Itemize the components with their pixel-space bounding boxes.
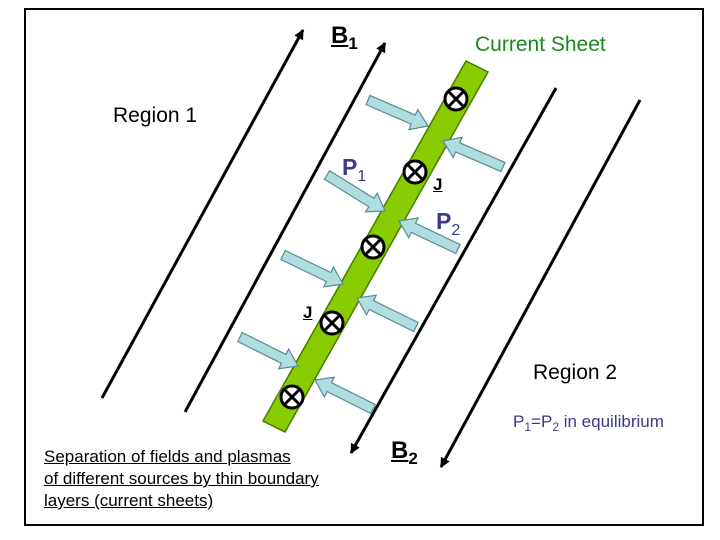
b1-label: B1 xyxy=(331,22,358,54)
field-line-b1-right xyxy=(183,42,387,413)
p1-subscript: 1 xyxy=(357,168,367,185)
current-symbols xyxy=(279,86,469,410)
pressure-arrow-left-1 xyxy=(365,94,429,131)
pressure-arrow-left-2 xyxy=(323,169,386,213)
pressure-arrow-left-3 xyxy=(279,249,344,288)
pressure-arrow-right-2 xyxy=(398,217,461,255)
pressure-arrow-right-3 xyxy=(356,294,420,333)
current-j-label-lower: J xyxy=(303,303,313,322)
p1-label: P1 xyxy=(342,154,366,186)
b2-letter: B xyxy=(391,437,409,464)
pressure-arrows xyxy=(236,94,506,415)
eq-p1: P xyxy=(513,412,525,431)
circled-x-icon-1 xyxy=(443,86,469,112)
circled-x-icon-4 xyxy=(319,310,345,336)
eq-rest: in equilibrium xyxy=(559,412,664,431)
caption-line-3: layers (current sheets) xyxy=(44,491,214,510)
b1-subscript: 1 xyxy=(348,34,358,53)
p2-label: P2 xyxy=(436,208,460,240)
b1-letter: B xyxy=(331,22,349,49)
b2-label: B2 xyxy=(391,437,418,469)
b2-subscript: 2 xyxy=(408,449,418,468)
p1-letter: P xyxy=(342,154,358,180)
eq-sign: =P xyxy=(531,412,553,431)
caption-line-2: of different sources by thin boundary xyxy=(44,469,319,488)
field-line-b2-right xyxy=(439,99,642,468)
p2-subscript: 2 xyxy=(451,222,461,239)
circled-x-icon-5 xyxy=(279,384,305,410)
field-line-b2-left xyxy=(349,87,558,454)
pressure-arrow-right-4 xyxy=(314,376,377,415)
p2-letter: P xyxy=(436,208,452,234)
pressure-arrow-right-1 xyxy=(442,136,506,173)
field-line-b1-left xyxy=(100,29,305,399)
eq-sub2: 2 xyxy=(552,420,559,434)
region-2-label: Region 2 xyxy=(533,361,618,384)
pressure-arrow-left-4 xyxy=(236,331,299,370)
caption: Separation of fields and plasmas of diff… xyxy=(44,446,384,512)
caption-line-1: Separation of fields and plasmas xyxy=(44,447,291,466)
current-sheet-title: Current Sheet xyxy=(475,33,606,56)
diagram-frame xyxy=(24,8,704,526)
region-1-label: Region 1 xyxy=(113,104,198,127)
eq-sub1: 1 xyxy=(524,420,532,434)
circled-x-icon-2 xyxy=(402,159,428,185)
equilibrium-note: P1=P2 in equilibrium xyxy=(513,412,664,434)
current-j-label-upper: J xyxy=(433,175,443,194)
circled-x-icon-3 xyxy=(360,234,386,260)
